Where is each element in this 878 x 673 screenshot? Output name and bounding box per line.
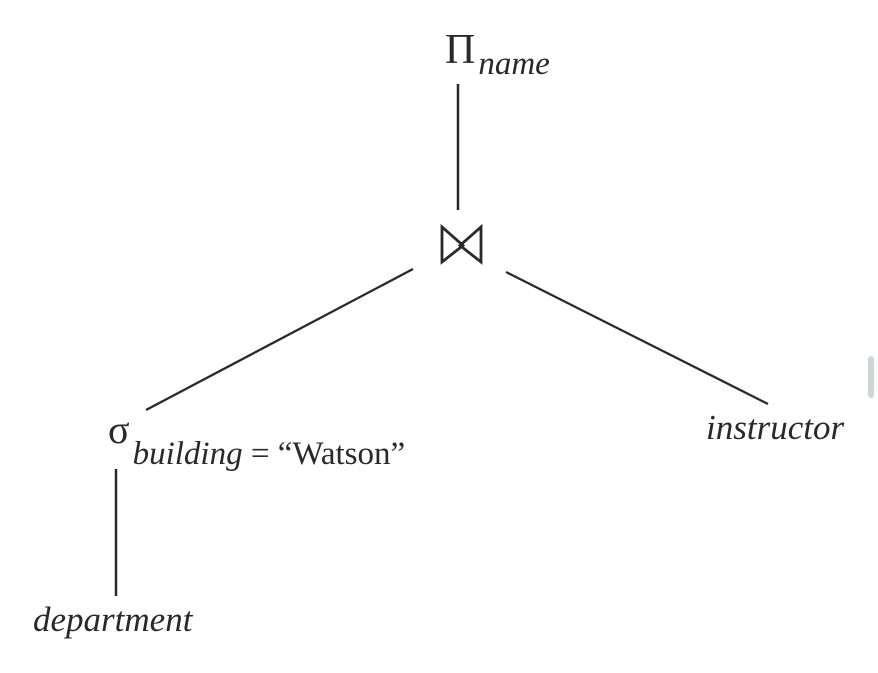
- projection-symbol: Π: [445, 27, 476, 73]
- selection-operator-node: σbuilding = “Watson”: [108, 407, 405, 471]
- relation-instructor: instructor: [706, 408, 845, 447]
- relation-department: department: [33, 600, 193, 639]
- scrollbar-thumb[interactable]: [868, 356, 874, 398]
- selection-attribute: building: [132, 436, 243, 472]
- selection-subscript: building = “Watson”: [133, 436, 406, 472]
- projection-subscript: name: [478, 46, 550, 82]
- projection-operator-node: Πname: [445, 27, 550, 81]
- selection-condition: = “Watson”: [242, 436, 406, 472]
- selection-symbol: σ: [108, 407, 130, 452]
- edge-join-to-selection: [145, 267, 414, 412]
- natural-join-icon: [440, 223, 483, 265]
- edge-join-to-instructor: [505, 270, 769, 406]
